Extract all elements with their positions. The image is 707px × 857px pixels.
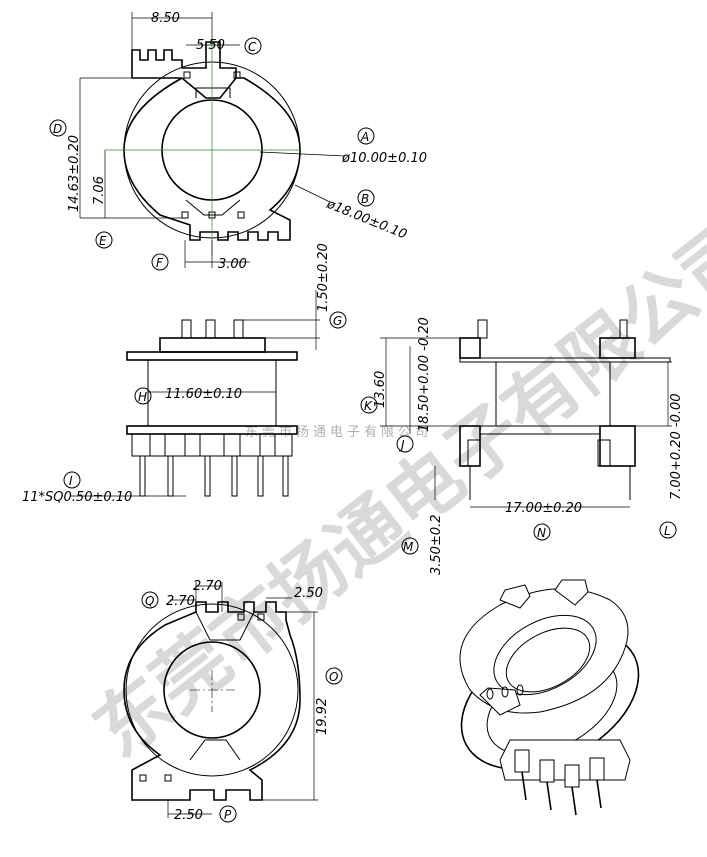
svg-text:I: I — [69, 474, 73, 488]
dim-height-total: 14.63±0.20 — [67, 135, 82, 212]
side-view: 13.60 18.50+0.00 -0.20 3.50±0.2 17.00±0.… — [360, 317, 684, 575]
svg-text:O: O — [329, 670, 338, 684]
label-m: M — [401, 537, 419, 555]
dim-bottom-spacing-c: 2.50 — [294, 586, 323, 601]
dim-body-width: 11.60±0.10 — [165, 387, 242, 402]
dim-bottom-pitch: 2.50 — [174, 808, 203, 823]
dim-pin-pitch-top: 3.00 — [218, 257, 247, 272]
front-view: 11.60±0.10 1.50±0.20 11*SQ0.50±0.10 G H … — [22, 243, 347, 505]
label-o: O — [325, 667, 343, 685]
iso-pins — [514, 749, 605, 816]
svg-text:D: D — [53, 122, 62, 136]
label-q: Q — [141, 591, 159, 609]
svg-text:Q: Q — [145, 594, 154, 608]
label-n: N — [533, 523, 551, 541]
watermark-small-text: 东莞市扬通电子有限公司 — [245, 424, 432, 440]
label-f: F — [151, 253, 169, 271]
label-l: L — [659, 521, 677, 539]
dim-side-inner: 18.50+0.00 -0.20 — [417, 317, 432, 432]
front-pins — [139, 455, 289, 497]
label-c: C — [244, 37, 262, 55]
label-p: P — [219, 805, 237, 823]
bottom-view: 2.70 2.70 2.50 19.92 2.50 O P Q — [123, 579, 343, 823]
dim-bore-dia: ø10.00±0.10 — [341, 151, 427, 166]
label-h: H — [134, 387, 152, 405]
dim-bottom-height: 19.92 — [315, 698, 330, 735]
label-a: A — [357, 127, 375, 145]
svg-text:E: E — [99, 234, 107, 248]
svg-text:N: N — [537, 526, 546, 540]
label-j: J — [396, 435, 414, 453]
top-view: 8.50 5.50 14.63±0.20 7.06 3.00 ø10.00±0.… — [49, 11, 427, 272]
svg-text:F: F — [156, 256, 164, 270]
label-b: B — [357, 189, 375, 207]
isometric-view — [459, 579, 640, 816]
svg-text:L: L — [664, 524, 671, 538]
dim-bottom-spacing-b: 2.70 — [166, 594, 195, 609]
svg-text:K: K — [364, 399, 373, 413]
label-k: K — [360, 396, 378, 414]
dim-side-length: 17.00±0.20 — [505, 501, 582, 516]
label-d: D — [49, 119, 67, 137]
svg-text:C: C — [248, 40, 257, 54]
dim-pin-count-size: 11*SQ0.50±0.10 — [22, 490, 132, 505]
svg-text:J: J — [399, 438, 405, 452]
label-g: G — [329, 311, 347, 329]
watermark-large-text: 东莞市扬通电子有限公司 — [78, 205, 707, 774]
svg-text:G: G — [333, 314, 342, 328]
svg-text:A: A — [360, 130, 369, 144]
dim-bottom-spacing-a: 2.70 — [193, 579, 222, 594]
dim-pin-protrude: 1.50±0.20 — [316, 243, 331, 312]
label-i: I — [63, 471, 81, 489]
svg-text:H: H — [138, 390, 147, 404]
label-e: E — [95, 231, 113, 249]
dim-top-width: 8.50 — [151, 11, 180, 26]
dim-height-half: 7.06 — [92, 176, 107, 205]
svg-text:P: P — [224, 808, 232, 822]
svg-text:M: M — [403, 540, 414, 554]
dim-slot-width: 5.50 — [196, 38, 225, 53]
dim-side-right: 7.00+0.20 -0.00 — [669, 393, 684, 500]
watermark: 东莞市扬通电子有限公司 东莞市扬通电子有限公司 — [78, 205, 707, 774]
dim-pin-length: 3.50±0.2 — [429, 514, 444, 575]
dim-side-height: 13.60 — [373, 371, 388, 408]
svg-text:B: B — [361, 192, 369, 206]
